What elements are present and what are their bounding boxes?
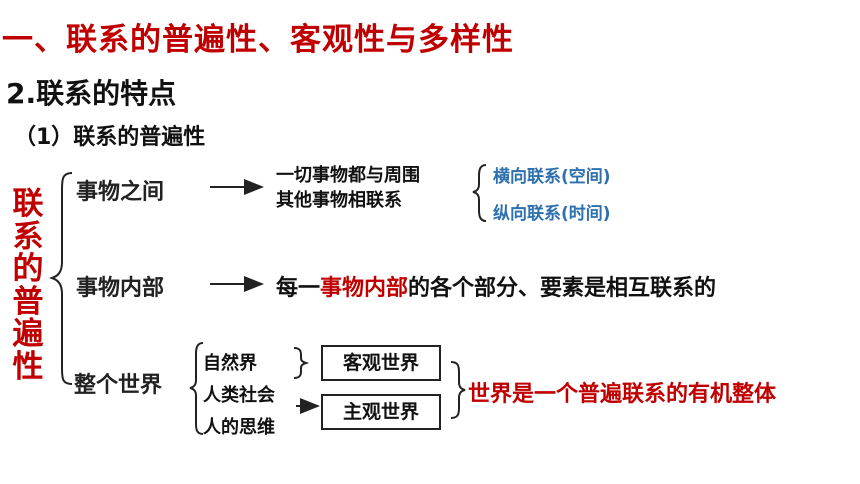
vertical-label: 联系的普遍性 <box>12 186 44 385</box>
between-line2: 其他事物相联系 <box>276 190 402 211</box>
brace-worlds <box>450 361 466 419</box>
internal-suffix: 的各个部分、要素是相互联系的 <box>408 276 717 301</box>
brace-between <box>472 164 487 222</box>
box-subjective-world: 主观世界 <box>321 394 441 430</box>
world-item-thinking: 人的思维 <box>203 417 275 438</box>
brace-nature <box>293 347 310 379</box>
internal-prefix: 每一 <box>276 276 321 301</box>
subsection-title: （1）联系的普遍性 <box>14 125 206 150</box>
main-brace <box>48 172 73 385</box>
box-objective-world: 客观世界 <box>321 345 441 381</box>
world-item-society: 人类社会 <box>203 385 275 406</box>
section-subtitle: 2.联系的特点 <box>6 77 177 110</box>
world-item-nature: 自然界 <box>203 353 257 374</box>
horizontal-connection: 横向联系(空间) <box>493 167 611 187</box>
label-between: 事物之间 <box>76 180 165 205</box>
label-world: 整个世界 <box>74 373 163 398</box>
page-title: 一、联系的普遍性、客观性与多样性 <box>2 22 514 58</box>
label-internal: 事物内部 <box>76 276 165 301</box>
vertical-connection: 纵向联系(时间) <box>493 204 611 224</box>
brace-world-left <box>189 342 204 435</box>
world-conclusion: 世界是一个普遍联系的有机整体 <box>468 382 777 407</box>
internal-statement: 每一事物内部的各个部分、要素是相互联系的 <box>276 270 716 302</box>
between-line1: 一切事物都与周围 <box>276 165 420 186</box>
internal-highlight: 事物内部 <box>320 276 409 301</box>
